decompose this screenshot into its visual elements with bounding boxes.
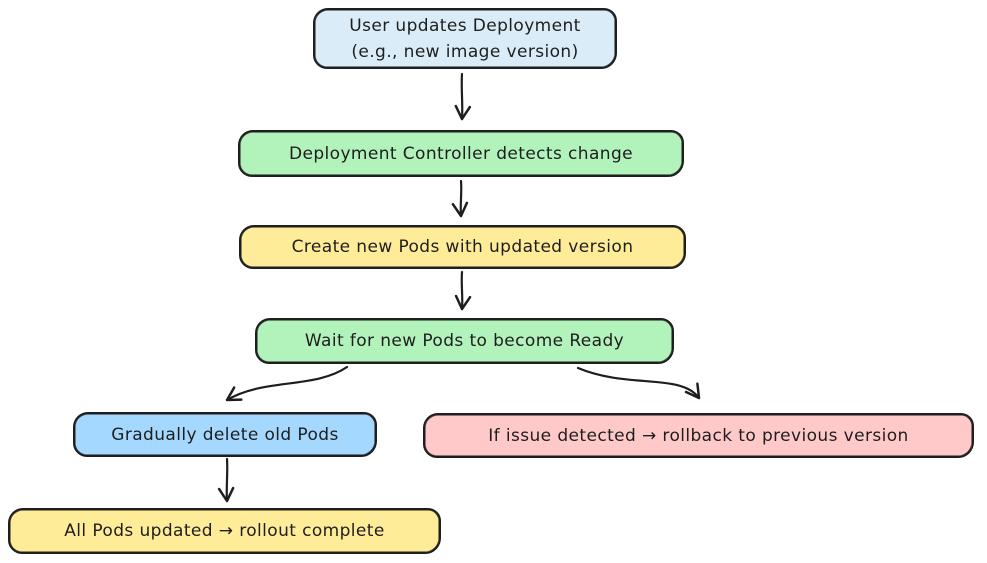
- node-create-new-pods: Create new Pods with updated version: [239, 225, 686, 269]
- edge-user-to-controller-arrow: [454, 72, 472, 121]
- node-wait-pods-ready: Wait for new Pods to become Ready: [255, 318, 674, 364]
- node-controller-detects-change: Deployment Controller detects change: [238, 130, 684, 177]
- node-gradually-delete-old-pods: Gradually delete old Pods: [73, 412, 377, 457]
- edge-wait-to-delete-arrow: [225, 365, 349, 402]
- edge-wait-to-rollback-arrow: [576, 366, 701, 400]
- node-rollout-complete: All Pods updated → rollout complete: [8, 508, 441, 554]
- edge-delete-to-complete-arrow: [217, 457, 235, 503]
- node-rollback-on-issue: If issue detected → rollback to previous…: [423, 413, 974, 458]
- node-user-updates-deployment: User updates Deployment (e.g., new image…: [313, 8, 617, 69]
- edge-controller-to-create-arrow: [451, 179, 469, 218]
- edge-create-to-wait-arrow: [454, 270, 472, 311]
